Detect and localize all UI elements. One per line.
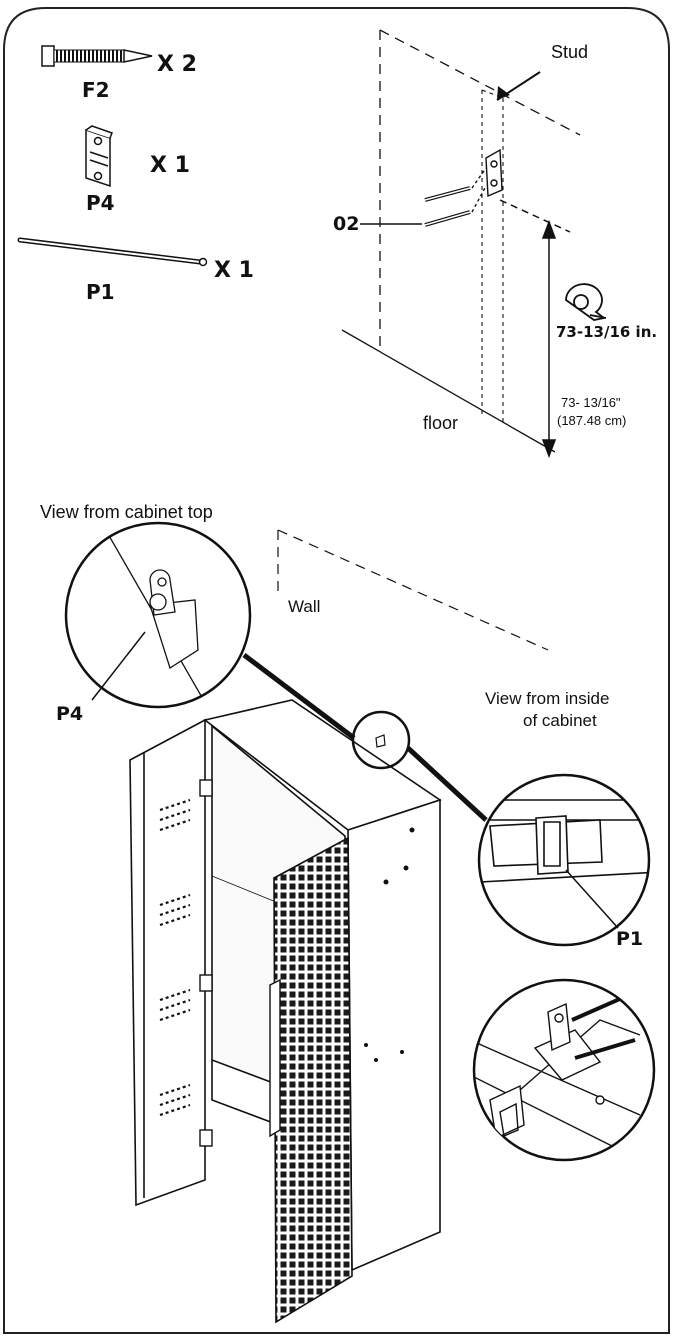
wall-bracket [485,148,503,198]
bracket-p4-quantity: X 1 [150,153,190,178]
top-view-label: View from cabinet top [40,502,213,522]
tape-measure-icon [565,283,607,321]
bracket-detail-circle [472,978,656,1162]
tape-measure-text: 73-13/16 in. [556,323,658,341]
cabinet-side-holes [364,827,415,1062]
top-view-part-label: P4 [56,703,84,725]
right-door-handle [269,978,281,1138]
right-door-pegboard [273,836,353,1324]
page-border [3,7,670,1334]
connector-highlight [351,710,411,770]
rod-p1-drawing [17,237,208,267]
top-view-circle [64,521,252,709]
height-imperial: 73- 13/16" [561,395,621,410]
inside-view-part-label: P1 [616,928,644,950]
height-metric: (187.48 cm) [557,413,627,428]
inside-view-label-line1: View from inside [485,689,610,708]
screw-callout-label: 02 [333,213,360,235]
bracket-p4-code: P4 [86,191,115,215]
wall-label: Wall [288,597,321,616]
screw-f2-quantity: X 2 [157,52,197,77]
screw-f2-drawing [41,45,153,67]
wall-screws [424,167,487,227]
bracket-p4-drawing [85,125,113,188]
rod-p1-code: P1 [86,280,115,304]
screw-f2-code: F2 [82,78,110,102]
stud-outline [481,89,504,424]
stud-label: Stud [551,42,589,62]
floor-label: floor [423,413,459,433]
wall-outline [341,29,581,453]
leader-to-inside-view [406,746,488,822]
leader-to-top-view [242,653,356,740]
rod-p1-quantity: X 1 [214,258,254,283]
left-door-vents [159,798,191,1117]
door-hinges [199,779,213,1147]
inside-view-label-line2: of cabinet [523,711,597,730]
cabinet-top-wall [277,529,549,651]
height-dimension [499,199,571,459]
inside-view-circle [477,773,651,947]
